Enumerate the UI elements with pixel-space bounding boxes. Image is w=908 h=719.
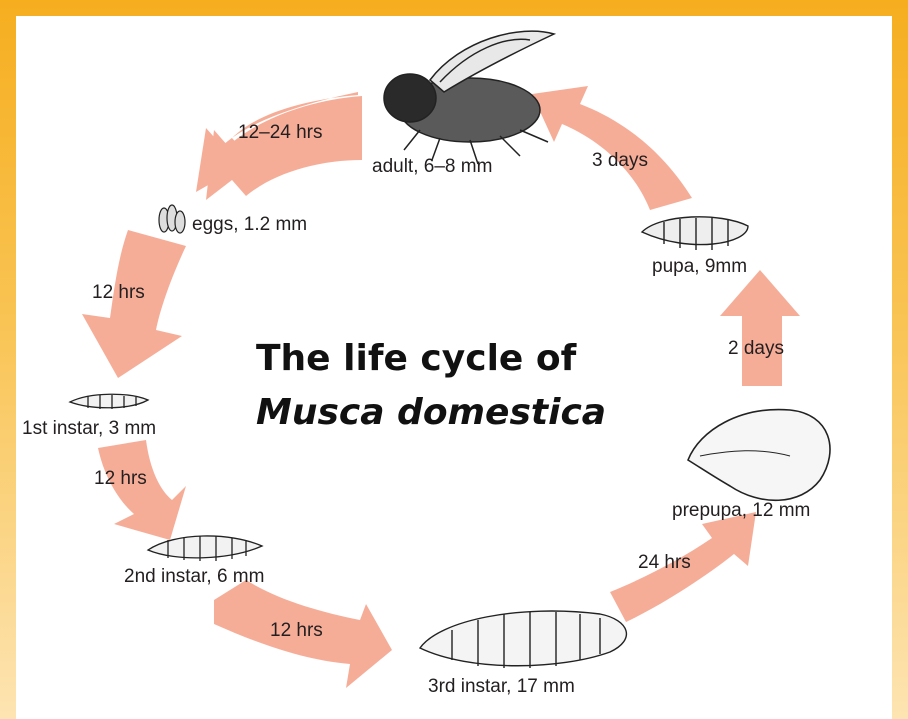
instar3-illustration [420, 611, 626, 668]
duration-instar1-to-instar2: 12 hrs [94, 468, 147, 490]
label-adult: adult, 6–8 mm [372, 156, 492, 178]
label-eggs: eggs, 1.2 mm [192, 214, 307, 236]
label-instar3: 3rd instar, 17 mm [428, 676, 575, 698]
duration-adult-to-eggs: 12–24 hrs [238, 122, 323, 144]
arrow-pupa-to-adult [532, 86, 692, 210]
diagram-species-name: Musca domestica [256, 388, 606, 438]
arrow-prepupa-to-pupa [720, 270, 800, 386]
prepupa-illustration [688, 410, 830, 501]
duration-instar2-to-instar3: 12 hrs [270, 620, 323, 642]
duration-prepupa-to-pupa: 2 days [728, 338, 784, 360]
label-instar2: 2nd instar, 6 mm [124, 566, 264, 588]
label-pupa: pupa, 9mm [652, 256, 747, 278]
label-instar1: 1st instar, 3 mm [22, 418, 156, 440]
diagram-title: The life cycle of [256, 334, 576, 384]
pupa-illustration [642, 217, 748, 250]
arrow-instar1-to-instar2 [98, 440, 186, 540]
duration-eggs-to-instar1: 12 hrs [92, 282, 145, 304]
instar1-illustration [70, 394, 148, 409]
arrow-eggs-to-instar1 [82, 230, 186, 378]
instar2-illustration [148, 536, 262, 561]
label-prepupa: prepupa, 12 mm [672, 500, 810, 522]
duration-pupa-to-adult: 3 days [592, 150, 648, 172]
adult-fly-illustration [384, 31, 554, 164]
duration-instar3-to-prepupa: 24 hrs [638, 552, 691, 574]
eggs-illustration [159, 205, 185, 233]
